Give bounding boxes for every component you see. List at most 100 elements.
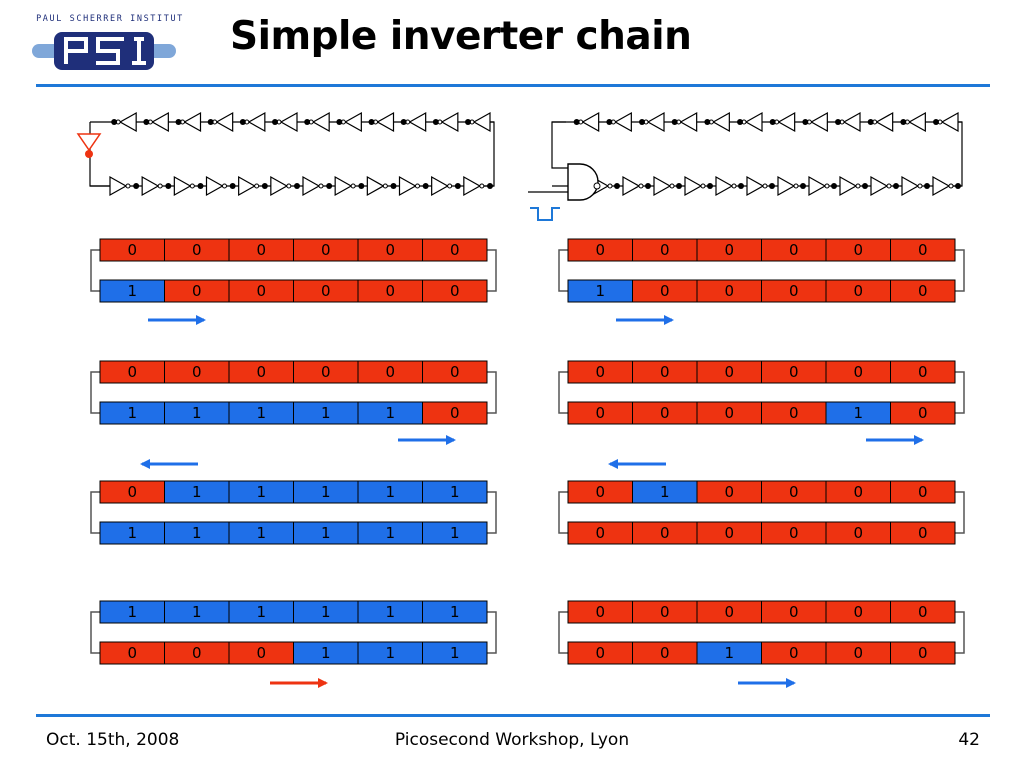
bit-value: 0 xyxy=(321,241,331,259)
bit-value: 1 xyxy=(321,603,331,621)
bit-value: 0 xyxy=(789,241,799,259)
feedback-wire xyxy=(955,371,965,414)
bit-value: 0 xyxy=(595,603,605,621)
inverter-icon xyxy=(940,111,959,133)
bit-value: 1 xyxy=(724,644,734,662)
node-dot xyxy=(487,183,493,189)
footer-date: Oct. 15th, 2008 xyxy=(46,730,180,750)
node-dot xyxy=(207,119,214,125)
bit-value: 0 xyxy=(853,644,863,662)
inverter-bubble xyxy=(157,183,163,189)
inverter-icon xyxy=(622,175,641,197)
psi-logo: PAUL SCHERRER INSTITUT xyxy=(30,14,190,76)
inverter-bubble xyxy=(286,183,292,189)
bit-cell xyxy=(422,641,488,665)
bit-value: 0 xyxy=(127,644,137,662)
bit-value: 0 xyxy=(789,603,799,621)
inverter-bubble xyxy=(917,183,923,189)
node-dot xyxy=(769,119,776,125)
bit-value: 1 xyxy=(321,524,331,542)
bit-value: 1 xyxy=(385,483,395,501)
wire xyxy=(952,121,963,187)
feedback-wire xyxy=(558,611,568,654)
feedback-wire xyxy=(90,491,100,534)
node-dot xyxy=(769,183,775,189)
inverter-icon xyxy=(901,175,920,197)
inverter-icon xyxy=(151,111,169,133)
node-dot xyxy=(802,119,809,125)
bit-value: 0 xyxy=(595,483,605,501)
inverter-icon xyxy=(842,111,861,133)
inverter-icon xyxy=(247,111,266,133)
inverter-bubble xyxy=(607,183,613,189)
bit-value: 0 xyxy=(127,241,137,259)
feedback-wire xyxy=(90,249,100,292)
inverter-icon xyxy=(870,175,889,197)
bit-value: 1 xyxy=(256,524,266,542)
inverter-icon xyxy=(839,175,858,197)
bit-value: 1 xyxy=(385,644,395,662)
inverter-bubble xyxy=(948,183,954,189)
bit-value: 1 xyxy=(256,603,266,621)
bit-value: 0 xyxy=(789,404,799,422)
inverter-bubble xyxy=(700,183,706,189)
node-dot xyxy=(573,119,580,125)
inverter-bubble xyxy=(762,183,768,189)
bit-cell xyxy=(890,238,956,262)
bit-value: 1 xyxy=(385,524,395,542)
inverter-icon xyxy=(614,111,632,133)
arrow-right-icon xyxy=(196,315,206,325)
bit-value: 0 xyxy=(660,404,670,422)
bit-value: 0 xyxy=(853,241,863,259)
bit-value: 0 xyxy=(724,363,734,381)
bit-value: 0 xyxy=(660,524,670,542)
node-dot xyxy=(358,183,365,189)
node-dot xyxy=(606,119,613,125)
inverter-icon xyxy=(408,111,427,133)
inverter-icon xyxy=(376,111,395,133)
node-dot xyxy=(933,119,939,125)
bit-value: 0 xyxy=(127,363,137,381)
bit-value: 1 xyxy=(127,524,137,542)
inverter-bubble xyxy=(350,183,356,189)
node-dot xyxy=(197,183,204,189)
arrow-left-icon xyxy=(140,459,150,469)
bit-cell xyxy=(890,360,956,384)
bit-value: 0 xyxy=(724,483,734,501)
bit-value: 1 xyxy=(256,404,266,422)
bit-value: 0 xyxy=(918,282,928,300)
inverter-icon xyxy=(109,175,128,197)
inverter-icon xyxy=(334,175,353,197)
bit-value: 0 xyxy=(595,524,605,542)
inverter-icon xyxy=(472,111,491,133)
bit-value: 1 xyxy=(192,404,202,422)
inverter-icon xyxy=(744,111,763,133)
bit-value: 1 xyxy=(127,404,137,422)
bit-value: 1 xyxy=(256,483,266,501)
bit-value: 0 xyxy=(595,404,605,422)
bit-value: 0 xyxy=(853,524,863,542)
bit-cell xyxy=(890,521,956,545)
bit-value: 0 xyxy=(385,363,395,381)
inverter-icon xyxy=(777,111,796,133)
bit-value: 0 xyxy=(918,404,928,422)
institute-name: PAUL SCHERRER INSTITUT xyxy=(36,14,184,24)
inverter-icon xyxy=(581,111,600,133)
node-dot xyxy=(645,183,651,189)
bit-value: 0 xyxy=(321,363,331,381)
bit-value: 0 xyxy=(724,524,734,542)
arrow-left-icon xyxy=(608,459,618,469)
bit-value: 0 xyxy=(724,404,734,422)
feedback-wire xyxy=(487,249,497,292)
bit-value: 0 xyxy=(918,483,928,501)
inverter-icon xyxy=(141,175,160,197)
page-number: 42 xyxy=(958,730,980,750)
inverter-icon xyxy=(777,175,796,197)
bit-value: 0 xyxy=(789,483,799,501)
feedback-wire xyxy=(955,249,965,292)
node-dot xyxy=(831,183,837,189)
bit-value: 1 xyxy=(321,644,331,662)
